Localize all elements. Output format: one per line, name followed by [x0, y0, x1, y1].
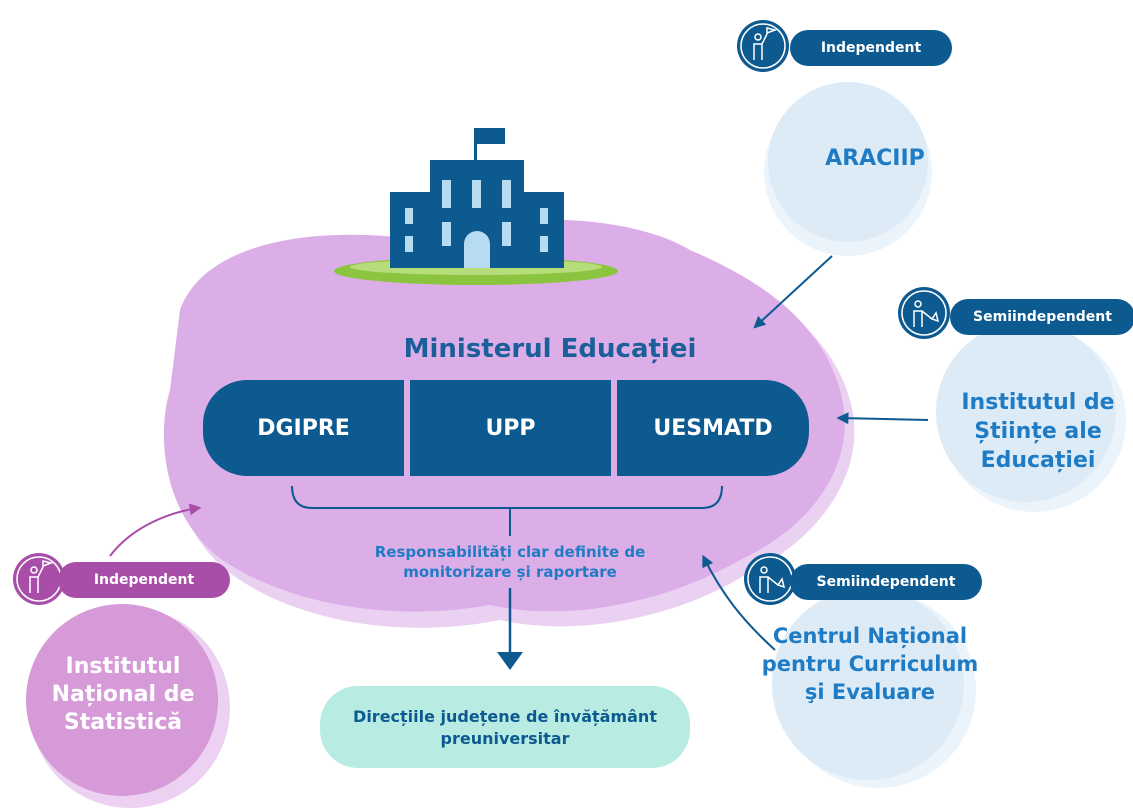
unit-dgipre: DGIPRE — [203, 380, 404, 476]
cnce-label: Centrul Național pentru Curriculum şi Ev… — [761, 624, 979, 704]
building-icon — [390, 128, 564, 268]
responsibilities-text: Responsabilități clar definite de monito… — [374, 543, 646, 581]
arrow-ins — [109, 503, 202, 557]
ise-circle — [936, 322, 1116, 502]
unit-label: DGIPRE — [257, 415, 350, 441]
ministry-title: Ministerul Educației — [403, 334, 697, 364]
cnce-circle — [772, 588, 964, 780]
status-label: Semiindependent — [973, 309, 1112, 325]
county-directorates-box — [320, 686, 690, 768]
ins-label: Institutul Național de Statistică — [51, 654, 195, 735]
arrow-cnce — [702, 554, 776, 651]
cnce-status-badge: Semiindependent — [790, 564, 982, 600]
araciip-status-badge: Independent — [790, 30, 952, 66]
unit-upp: UPP — [410, 380, 611, 476]
ins-status-badge: Independent — [58, 562, 230, 598]
status-label: Semiindependent — [816, 574, 956, 590]
person-flag-down-icon — [744, 553, 796, 605]
unit-label: UPP — [485, 415, 536, 441]
arrow-araciip — [753, 255, 833, 329]
unit-label: UESMATD — [653, 415, 773, 441]
arrow-ise — [836, 412, 929, 425]
status-label: Independent — [93, 572, 195, 588]
araciip-label: ARACIIP — [825, 146, 925, 171]
ins-circle — [26, 604, 218, 796]
person-flag-down-icon — [898, 287, 950, 339]
ise-status-badge: Semiindependent — [950, 299, 1133, 335]
ise-label: Institutul de Științe ale Educației — [961, 390, 1115, 473]
unit-uesmatd: UESMATD — [617, 380, 809, 476]
units-bracket — [291, 485, 723, 509]
county-directorates-label: Direcțiile județene de învățământ preuni… — [353, 707, 657, 748]
person-flag-up-icon — [737, 20, 789, 72]
status-label: Independent — [820, 40, 922, 56]
araciip-circle — [768, 82, 928, 242]
person-flag-up-icon — [13, 553, 65, 605]
